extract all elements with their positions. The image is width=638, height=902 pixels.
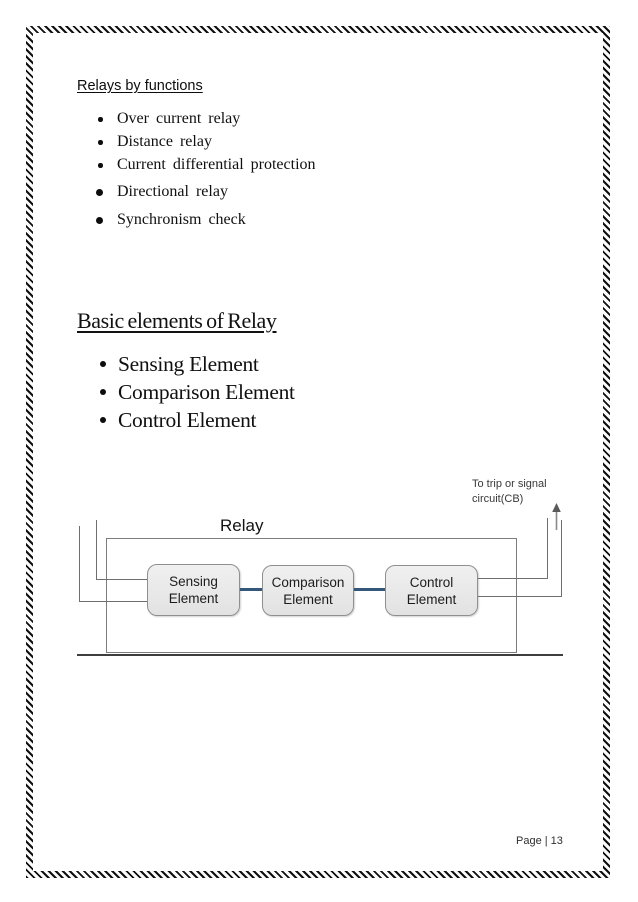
bullet-icon [100,417,106,423]
bullet-icon [96,189,103,196]
output-line-vertical-outer [561,520,563,597]
bullet-icon [98,163,103,168]
list-item-label: Directional relay [117,183,228,200]
list-item-label: Current differential protection [117,156,316,173]
input-line-vertical-inner [96,520,98,580]
bullet-icon [100,361,106,367]
list-item: Control Element [100,408,257,433]
element-box-comparison: Comparison Element [262,565,354,616]
input-line-horizontal-lower [79,601,148,603]
element-box-label: Comparison [271,574,345,590]
page-number: Page | 13 [516,835,563,847]
list-item-label: Comparison Element [118,380,295,404]
element-box-label: Control [409,574,454,590]
list-item: Sensing Element [100,352,259,377]
bullet-icon [98,117,103,122]
list-item-label: Distance relay [117,133,212,150]
list-item: Distance relay [98,133,212,151]
trip-signal-annotation: To trip or signal circuit(CB) [472,477,547,507]
list-item: Comparison Element [100,380,295,405]
element-box-label: Element [283,591,333,607]
list-item-label: Over current relay [117,110,241,127]
element-box-label: Element [168,591,219,606]
bullet-icon [100,389,106,395]
input-line-vertical-outer [79,526,81,602]
bottom-bus-line [77,654,563,656]
element-box-label: Sensing [169,574,218,589]
element-box-sensing: Sensing Element [147,564,240,616]
input-line-horizontal-upper [96,579,148,581]
element-box-control: Control Element [385,565,478,616]
list-item-label: Synchronism check [117,211,246,228]
output-line-horizontal-upper [478,578,547,580]
list-item: Current differential protection [98,156,316,174]
up-arrow-icon [552,503,561,530]
list-item-label: Control Element [118,408,257,432]
page-border-frame [26,26,610,878]
heading-relays-by-functions: Relays by functions [77,78,203,94]
connector-line [354,588,385,591]
list-item-label: Sensing Element [118,352,259,376]
annotation-line: To trip or signal [472,478,547,490]
output-line-vertical-inner [547,518,549,579]
list-item: Synchronism check [96,211,246,229]
connector-line [240,588,262,591]
output-line-horizontal-lower [478,596,561,598]
annotation-line: circuit(CB) [472,493,524,505]
page-surface [33,33,603,871]
bullet-icon [96,217,103,224]
element-box-label: Element [406,591,457,607]
relay-diagram-title: Relay [220,516,264,535]
bullet-icon [98,140,103,145]
heading-basic-elements: Basic elements of Relay [77,308,277,333]
list-item: Directional relay [96,183,228,201]
relay-boundary-rect [106,538,517,653]
list-item: Over current relay [98,110,241,128]
